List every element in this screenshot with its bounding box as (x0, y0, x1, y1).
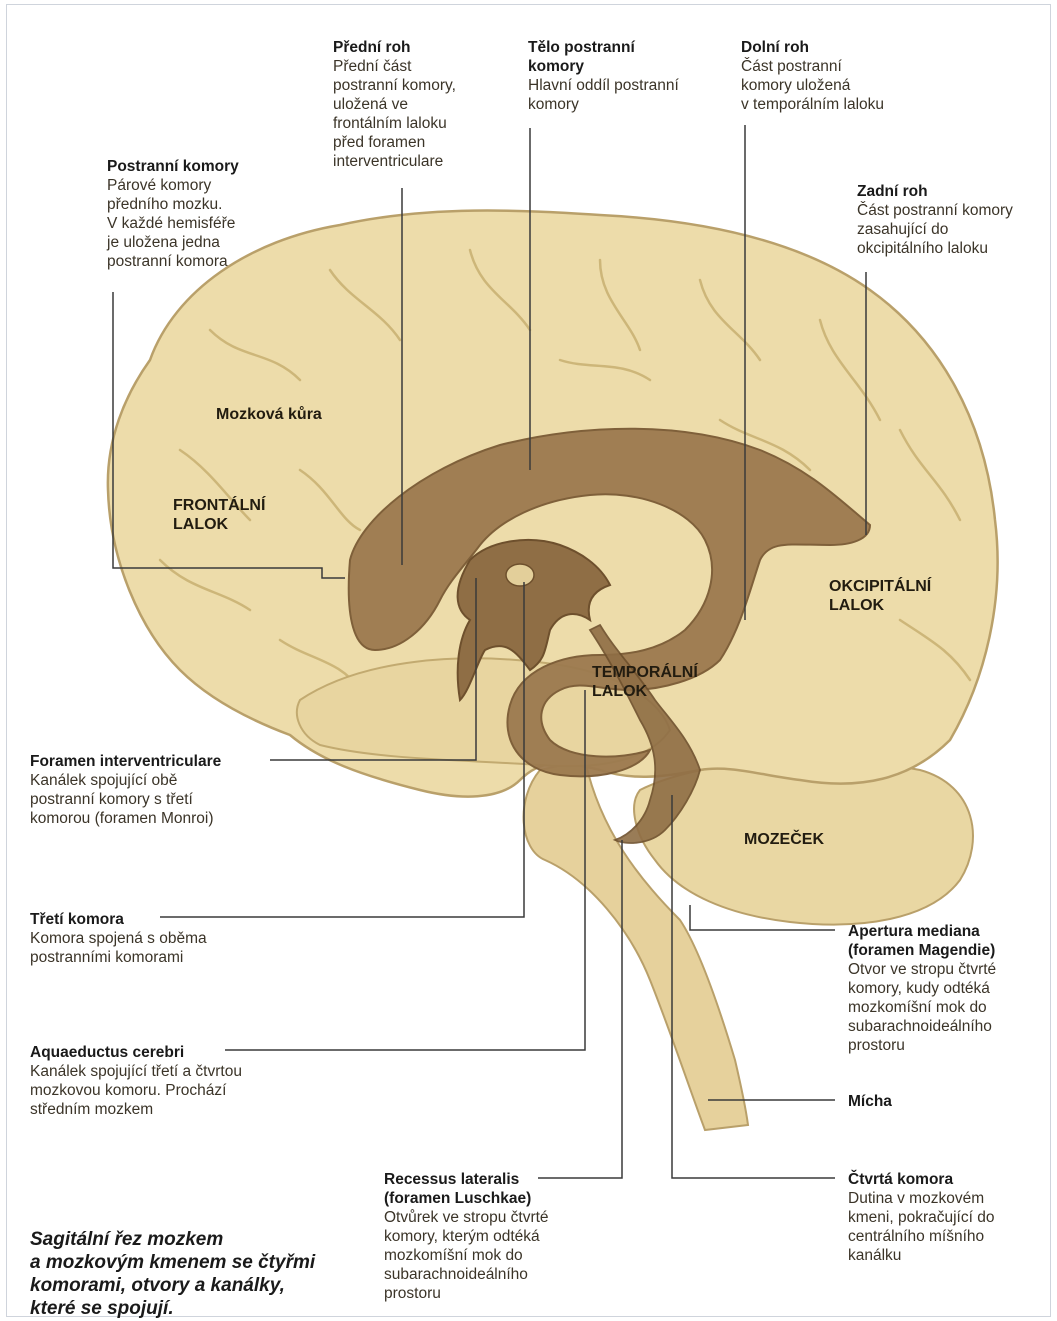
label-desc: Párové komory předního mozku. V každé he… (107, 176, 297, 271)
label-desc: Kanálek spojující obě postranní komory s… (30, 771, 290, 828)
label-treti-komora: Třetí komora Komora spojená s oběma post… (30, 910, 270, 967)
label-zadni-roh: Zadní roh Část postranní komory zasahují… (857, 182, 1047, 258)
label-foramen-interventriculare: Foramen interventriculare Kanálek spojuj… (30, 752, 290, 828)
label-title: Mícha (848, 1092, 968, 1111)
label-desc: Hlavní oddíl postranní komory (528, 76, 718, 114)
label-desc: Komora spojená s oběma postranními komor… (30, 929, 270, 967)
region-frontalni-lalok: FRONTÁLNÍ LALOK (173, 496, 265, 534)
region-mozecek: MOZEČEK (744, 830, 824, 849)
label-title: Třetí komora (30, 910, 270, 929)
label-title: Přední roh (333, 38, 508, 57)
label-dolni-roh: Dolní roh Část postranní komory uložená … (741, 38, 931, 114)
region-mozkova-kura: Mozková kůra (216, 405, 322, 424)
label-postranni-komory: Postranní komory Párové komory předního … (107, 157, 297, 271)
label-telo-postranni-komory: Tělo postranní komory Hlavní oddíl postr… (528, 38, 718, 114)
label-micha: Mícha (848, 1092, 968, 1111)
label-desc: Kanálek spojující třetí a čtvrtou mozkov… (30, 1062, 290, 1119)
region-temporalni-lalok: TEMPORÁLNÍ LALOK (592, 663, 698, 701)
label-recessus-lateralis: Recessus lateralis (foramen Luschkae) Ot… (384, 1170, 594, 1303)
label-ctvrta-komora: Čtvrtá komora Dutina v mozkovém kmeni, p… (848, 1170, 1048, 1265)
label-desc: Otvor ve stropu čtvrté komory, kudy odté… (848, 960, 1048, 1055)
label-desc: Otvůrek ve stropu čtvrté komory, kterým … (384, 1208, 594, 1303)
label-title: Zadní roh (857, 182, 1047, 201)
label-desc: Dutina v mozkovém kmeni, pokračující do … (848, 1189, 1048, 1265)
label-title: Postranní komory (107, 157, 297, 176)
label-apertura-mediana: Apertura mediana (foramen Magendie) Otvo… (848, 922, 1048, 1055)
label-desc: Přední část postranní komory, uložená ve… (333, 57, 508, 171)
label-title: Čtvrtá komora (848, 1170, 1048, 1189)
figure-caption: Sagitální řez mozkem a mozkovým kmenem s… (30, 1228, 360, 1320)
label-title: Apertura mediana (foramen Magendie) (848, 922, 1048, 960)
label-title: Recessus lateralis (foramen Luschkae) (384, 1170, 594, 1208)
label-aquaeductus-cerebri: Aquaeductus cerebri Kanálek spojující tř… (30, 1043, 290, 1119)
label-title: Aquaeductus cerebri (30, 1043, 290, 1062)
label-desc: Část postranní komory uložená v temporál… (741, 57, 931, 114)
interthalamic-adhesion (506, 564, 534, 586)
label-title: Dolní roh (741, 38, 931, 57)
region-okcipitalni-lalok: OKCIPITÁLNÍ LALOK (829, 577, 931, 615)
label-title: Foramen interventriculare (30, 752, 290, 771)
label-desc: Část postranní komory zasahující do okci… (857, 201, 1047, 258)
label-title: Tělo postranní komory (528, 38, 718, 76)
label-predni-roh: Přední roh Přední část postranní komory,… (333, 38, 508, 171)
